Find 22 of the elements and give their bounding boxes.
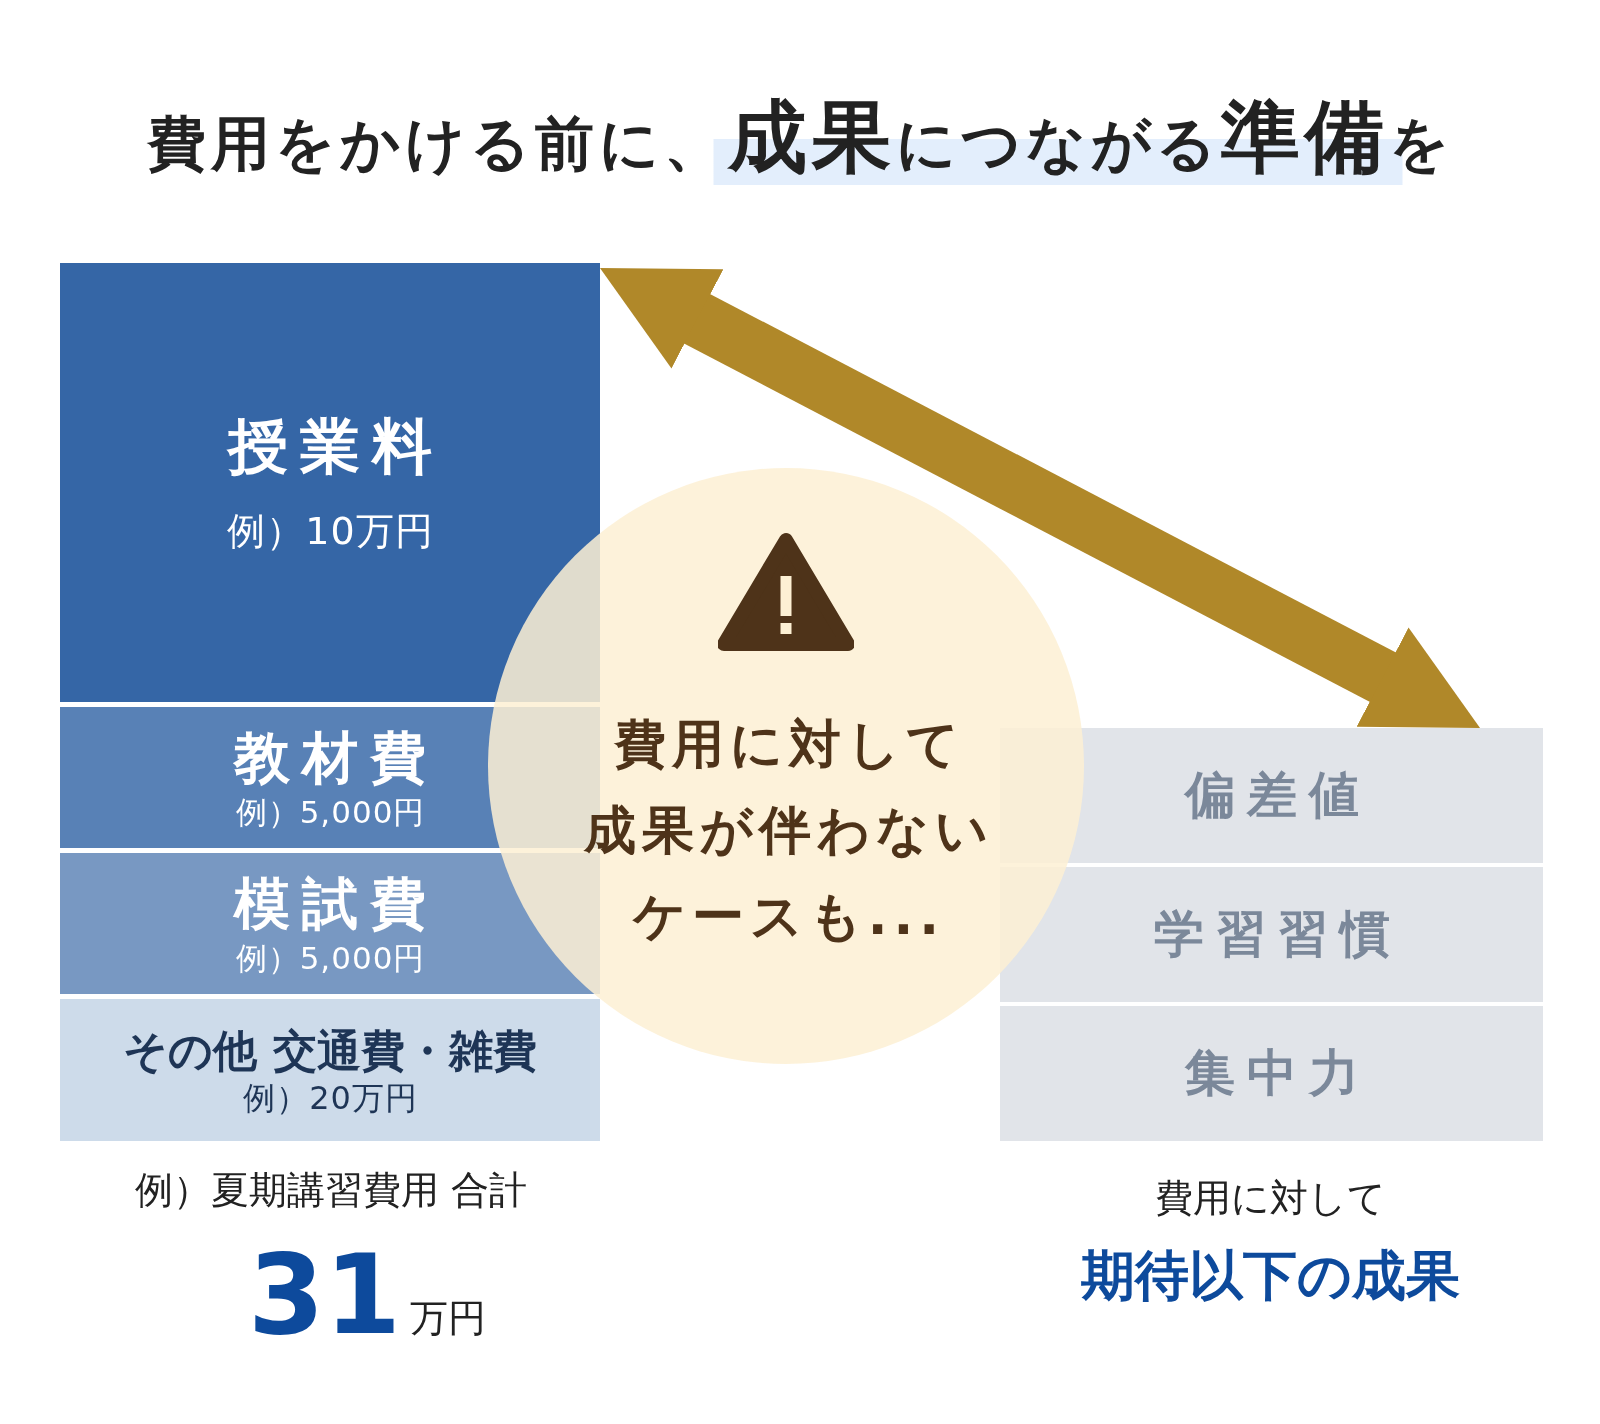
- amount-label: 例）5,000円: [234, 793, 426, 832]
- warning-message: 費用に対して成果が伴わないケースも...: [582, 713, 995, 948]
- category-label: その他 交通費・雑費: [123, 1023, 537, 1078]
- category-label: 授業料: [226, 410, 444, 484]
- cost-segment: [60, 263, 600, 702]
- outcome-label: 集中力: [1183, 1043, 1371, 1105]
- category-label: 教材費: [232, 724, 438, 793]
- amount-label: 例）20万円: [242, 1077, 418, 1118]
- outcome-segment: [1000, 1006, 1543, 1141]
- result-heading: 期待以下の成果: [1080, 1244, 1460, 1309]
- caption-text: 例）夏期講習費用 合計: [134, 1168, 528, 1214]
- unit-label: 万円: [410, 1296, 486, 1342]
- amount-label: 例）5,000円: [234, 939, 426, 978]
- category-label: 模試費: [232, 870, 438, 939]
- outcome-label: 偏差値: [1183, 765, 1371, 827]
- double-arrow: [599, 268, 1481, 728]
- outcome-segment: [1000, 867, 1543, 1002]
- outcome-label: 学習習慣: [1152, 904, 1402, 966]
- caption-text: 費用に対して: [1154, 1176, 1386, 1222]
- amount-label: 例）10万円: [226, 508, 434, 556]
- cost-segment: [60, 999, 600, 1141]
- total-amount: 31: [248, 1240, 402, 1350]
